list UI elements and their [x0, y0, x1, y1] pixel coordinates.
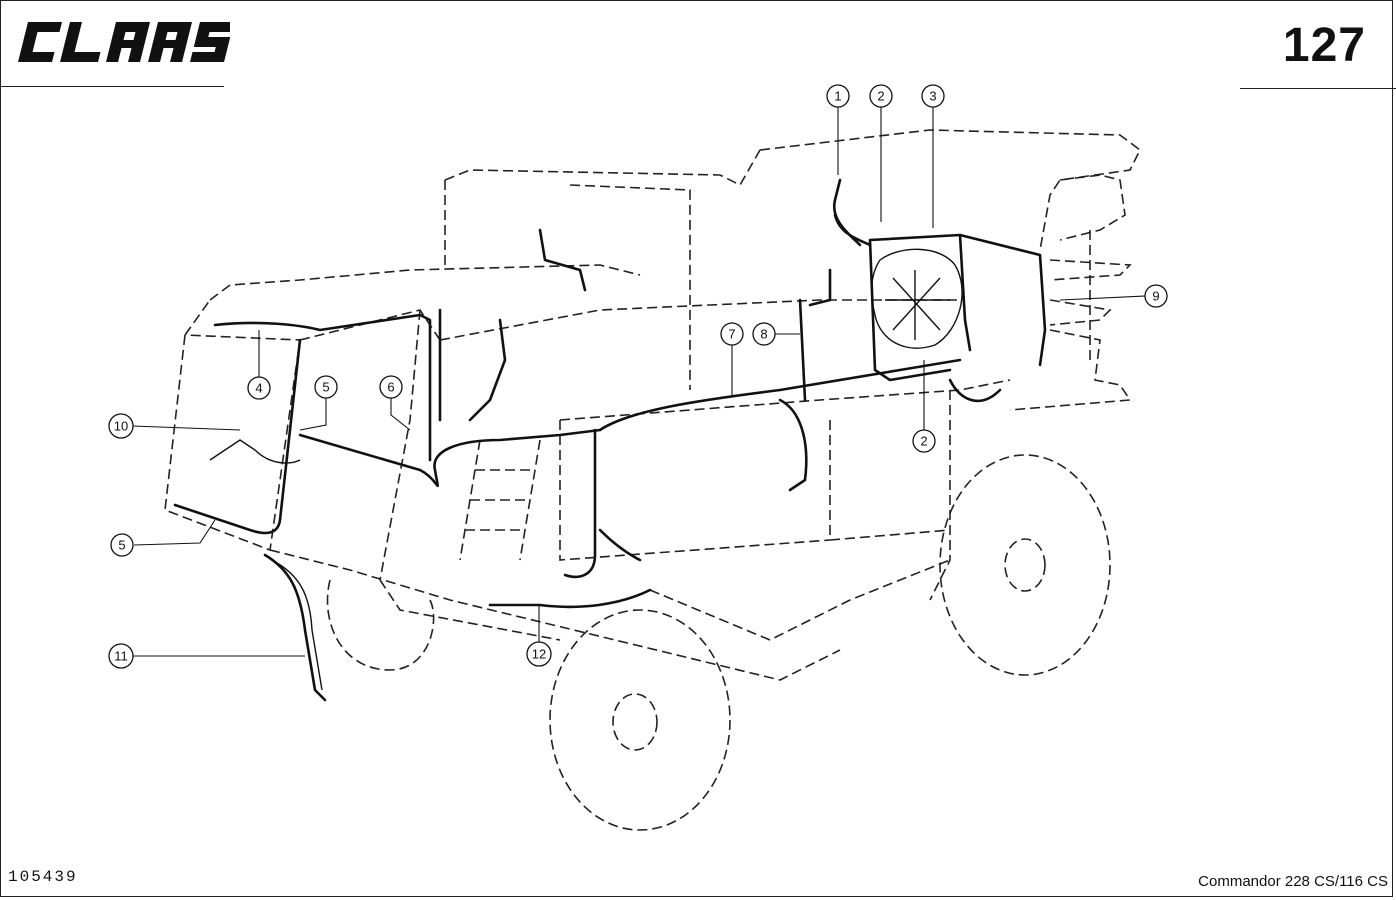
svg-text:12: 12 — [532, 647, 546, 662]
callout-6: 6 — [379, 375, 403, 399]
svg-text:8: 8 — [760, 327, 767, 342]
callout-4: 4 — [247, 376, 271, 400]
document-id: 105439 — [8, 868, 78, 886]
callout-10: 10 — [108, 413, 134, 439]
svg-text:2: 2 — [920, 434, 927, 449]
callout-3: 3 — [921, 84, 945, 108]
callout-7: 7 — [720, 322, 744, 346]
page-number: 127 — [1282, 19, 1366, 72]
model-name: Commandor 228 CS/116 CS — [1198, 873, 1388, 890]
svg-text:7: 7 — [728, 327, 735, 342]
callout-9: 9 — [1144, 284, 1168, 308]
callout-5-upper: 5 — [314, 375, 338, 399]
callout-12: 12 — [526, 641, 552, 667]
callout-11: 11 — [108, 643, 134, 669]
svg-text:11: 11 — [114, 649, 128, 664]
callout-5-lower: 5 — [110, 533, 134, 557]
callout-leaders — [132, 106, 1146, 657]
claas-logo-graphic — [18, 22, 235, 62]
svg-text:5: 5 — [322, 380, 329, 395]
callout-1: 1 — [826, 84, 850, 108]
svg-text:2: 2 — [877, 89, 884, 104]
claas-logo — [8, 14, 235, 70]
header-rule-left — [0, 86, 224, 87]
svg-text:6: 6 — [387, 380, 394, 395]
wiring-harness — [173, 178, 1047, 702]
machine-outline — [164, 129, 1142, 831]
svg-text:10: 10 — [114, 419, 128, 434]
header-rule-right — [1240, 88, 1396, 89]
svg-text:4: 4 — [255, 381, 262, 396]
svg-text:3: 3 — [929, 89, 936, 104]
callout-2-bottom: 2 — [912, 429, 936, 453]
callout-2-top: 2 — [869, 84, 893, 108]
callout-8: 8 — [752, 322, 776, 346]
svg-text:1: 1 — [834, 89, 841, 104]
svg-text:9: 9 — [1152, 289, 1159, 304]
svg-text:5: 5 — [118, 538, 125, 553]
